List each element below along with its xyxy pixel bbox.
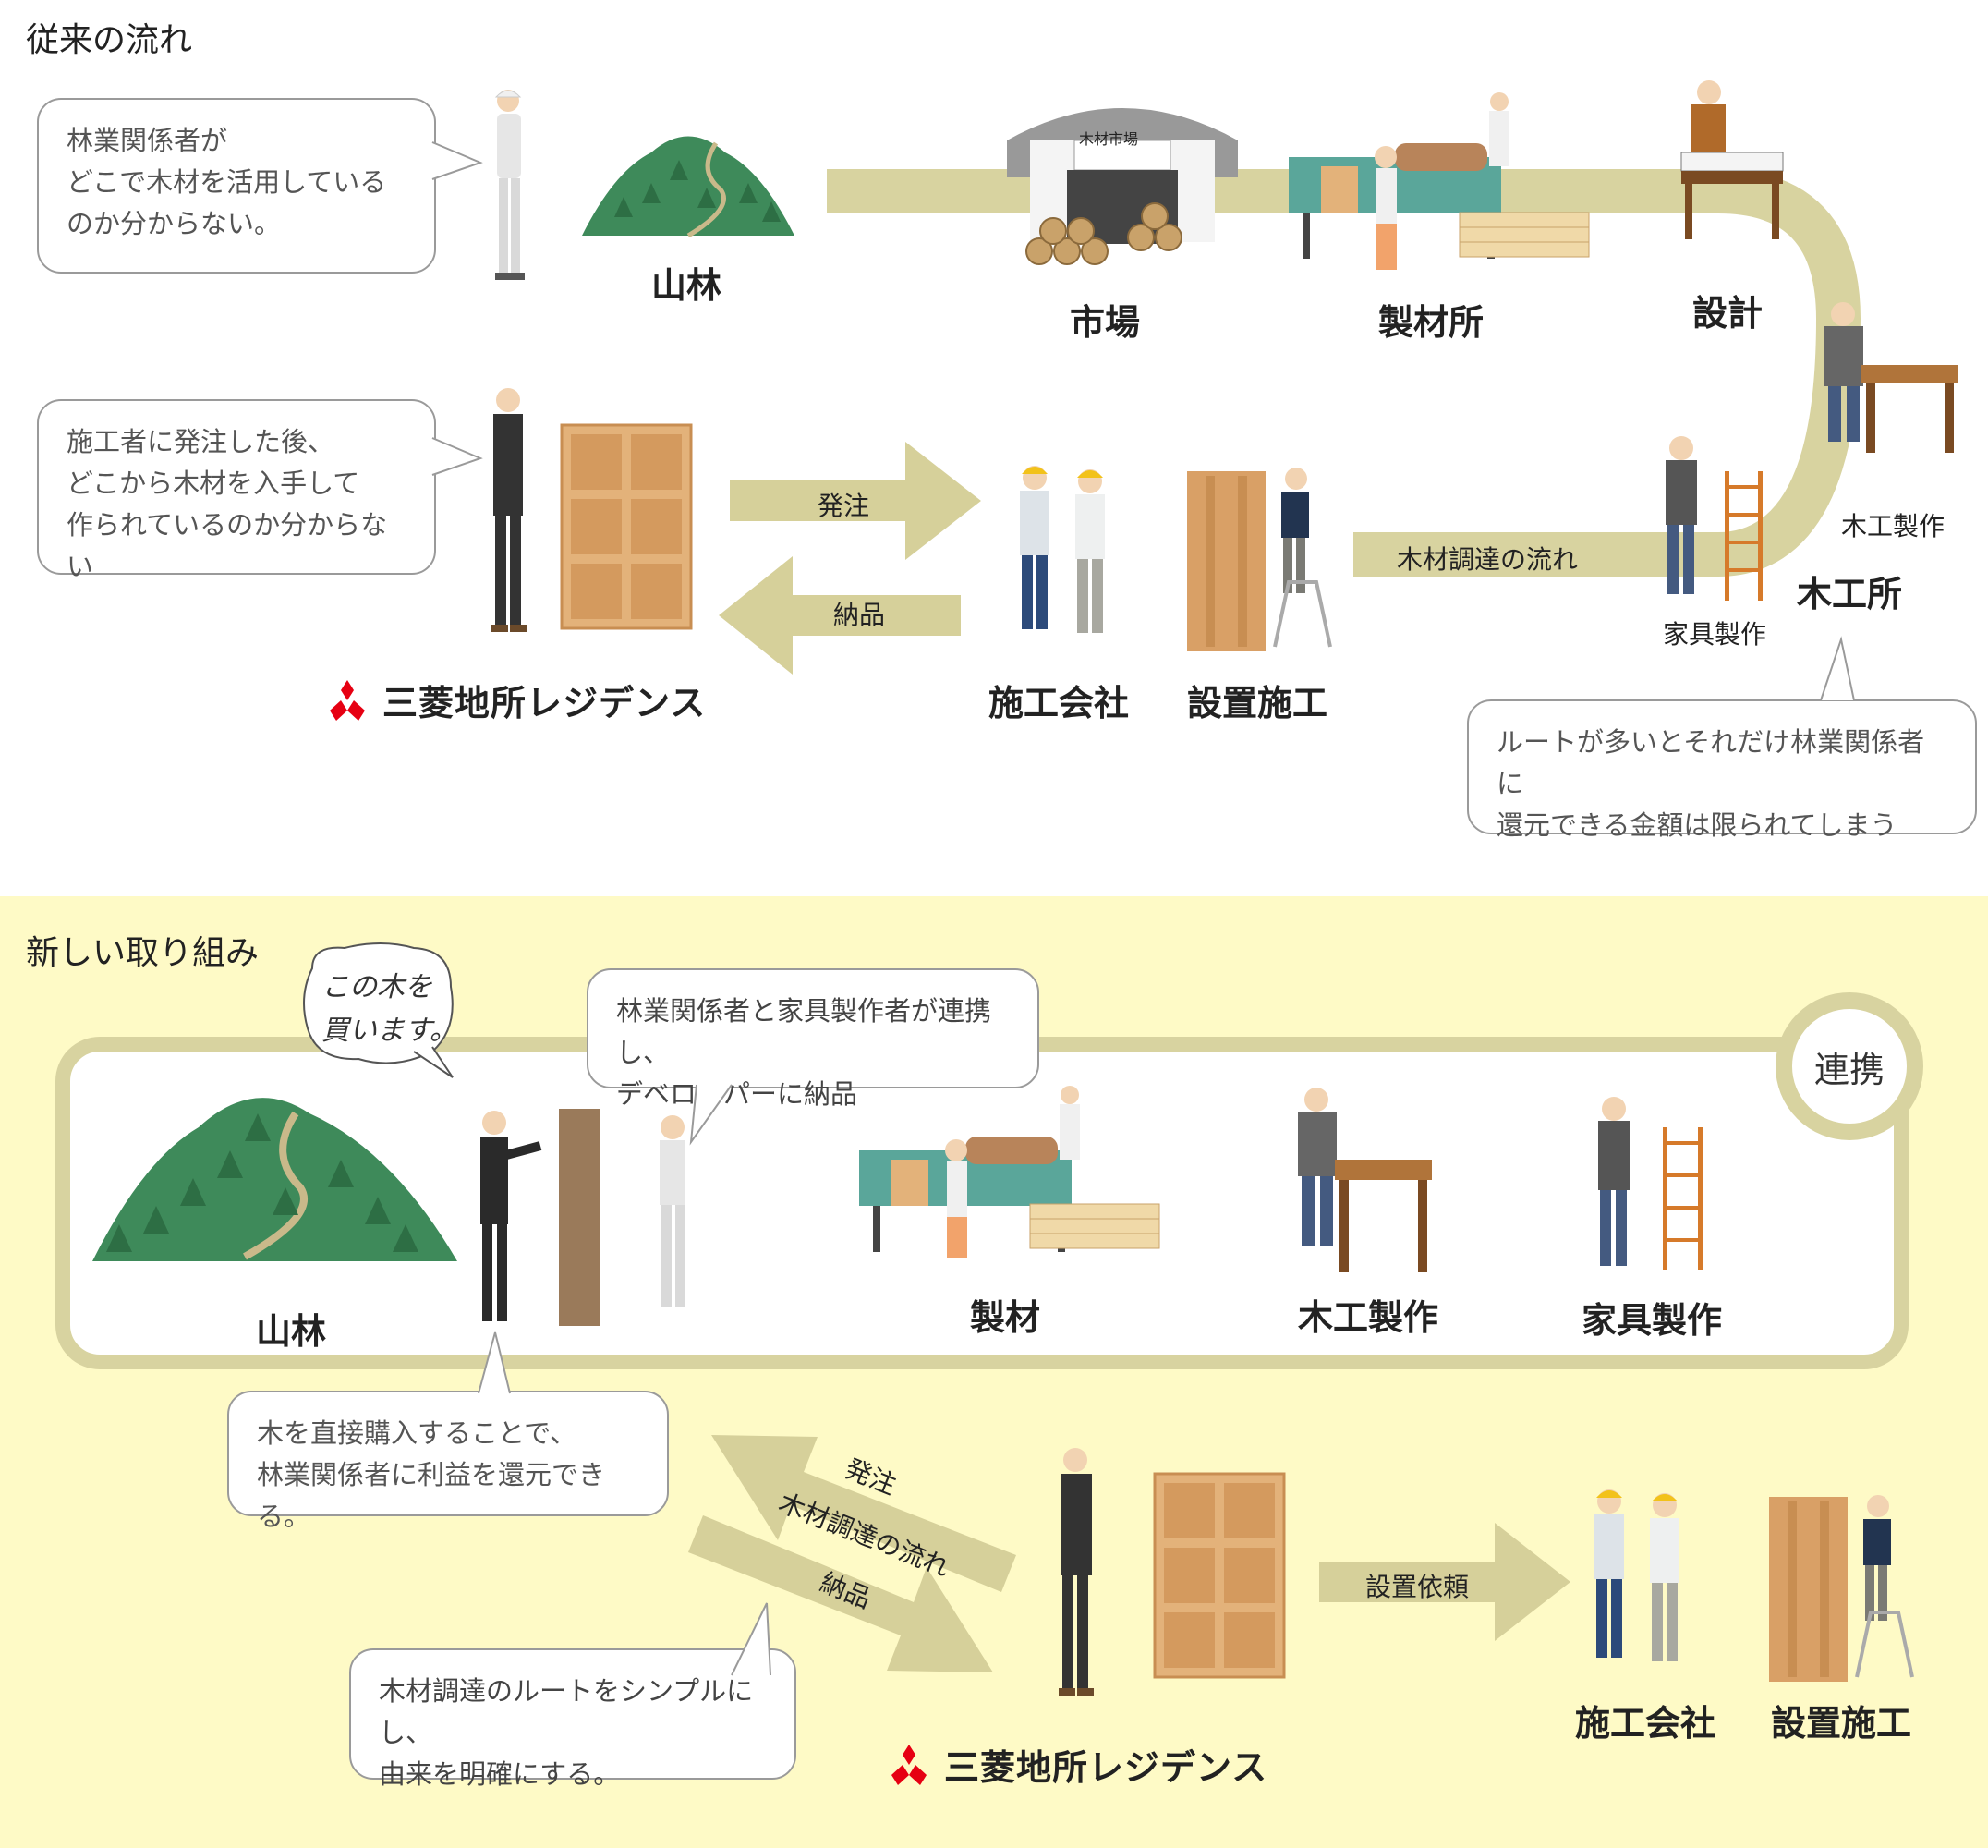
arrow-new-order-upleft (711, 1435, 1016, 1592)
mitsubishi-estate-logo-new: 三菱地所レジデンス (887, 1739, 1267, 1790)
arrow-order-right (730, 442, 981, 560)
design-desk-icon (1680, 80, 1784, 239)
logo-text: 三菱地所レジデンス (944, 1747, 1268, 1788)
wooden-bookshelf-new-icon (1153, 1472, 1286, 1679)
procurement-flow-label: 木材調達の流れ (1397, 544, 1579, 575)
traditional-title: 従来の流れ (26, 21, 193, 59)
developer-person-figure (491, 388, 527, 632)
label-install: 設置施工 (1187, 683, 1328, 723)
installer-worker-icon (1187, 468, 1332, 651)
renkei-badge: 連携 (1776, 992, 1923, 1140)
mitsubishi-estate-logo: 三菱地所レジデンス (325, 675, 706, 725)
arrow-install-request-label: 設置依頼 (1365, 1572, 1470, 1602)
label-new-forest: 山林 (256, 1311, 327, 1352)
arrow-new-delivery-downright (688, 1515, 993, 1672)
three-diamonds-icon (330, 679, 365, 721)
new-title: 新しい取り組み (26, 934, 260, 972)
wooden-bookshelf-icon (560, 423, 693, 630)
woodwork-new-icon (1298, 1088, 1432, 1272)
label-furniture: 家具製作 (1663, 619, 1767, 650)
sawmill-icon (1289, 92, 1590, 270)
label-contractor: 施工会社 (988, 683, 1130, 723)
bubble-direct-purchase: 木を直接購入することで、 林業関係者に利益を還元できる。 (227, 1391, 669, 1532)
label-woodwork: 木工製作 (1841, 511, 1946, 541)
sawmill-new-icon (859, 1086, 1160, 1258)
bubble-developer-unknown: 施工者に発注した後、 どこから木材を入手して 作られているのか分からない (37, 399, 436, 582)
bubble-tail (689, 1084, 733, 1146)
logo-text: 三菱地所レジデンス (382, 683, 707, 723)
forest-mountain-large-icon (92, 1098, 457, 1261)
bubble-tail (431, 437, 483, 476)
timber-market-building-icon (1007, 108, 1238, 265)
label-woodshop: 木工所 (1797, 574, 1903, 614)
label-market: 市場 (1070, 302, 1141, 343)
label-design: 設計 (1692, 293, 1764, 334)
label-new-furniture: 家具製作 (1582, 1300, 1723, 1341)
label-new-contractor: 施工会社 (1575, 1703, 1716, 1744)
bubble-collaboration: 林業関係者と家具製作者が連携し、 デベロッパーに納品 (587, 968, 1039, 1110)
bubble-forestry-unknown: 林業関係者が どこで木材を活用している のか分からない。 (37, 98, 436, 274)
arrow-delivery-left (719, 556, 961, 675)
arrow-delivery-label: 納品 (833, 600, 886, 630)
woodwork-worker-icon (1824, 302, 1958, 453)
contractor-new-icon (1594, 1489, 1679, 1661)
furniture-new-icon (1598, 1097, 1703, 1270)
label-new-sawmill: 製材 (970, 1297, 1041, 1338)
arrow-install-request (1319, 1523, 1570, 1641)
forest-mountain-icon (582, 136, 794, 238)
bubble-route-many: ルートが多いとそれだけ林業関係者に 還元できる金額は限られてしまう (1467, 699, 1977, 841)
contractor-workers-icon (1020, 466, 1105, 633)
market-sign: 木材市場 (1079, 130, 1139, 148)
speech-cloud (303, 942, 454, 1078)
furniture-worker-icon (1666, 436, 1763, 601)
speech-buy-text: この木を 買います。 (321, 971, 457, 1047)
developer-at-tree-figure (480, 1109, 685, 1326)
arrow-order-label: 発注 (818, 491, 870, 521)
label-sawmill: 製材所 (1378, 302, 1485, 343)
bubble-tail (731, 1602, 771, 1676)
bubble-simple-route: 木材調達のルートをシンプルにし、 由来を明確にする。 (349, 1648, 796, 1790)
installer-new-icon (1769, 1495, 1914, 1682)
label-new-woodwork: 木工製作 (1298, 1297, 1439, 1338)
forestry-worker-figure (494, 90, 525, 280)
three-diamonds-icon (891, 1744, 927, 1785)
bubble-tail (1820, 636, 1855, 701)
bubble-tail (429, 141, 483, 180)
developer-new-figure (1059, 1448, 1094, 1696)
bubble-tail (478, 1331, 511, 1394)
label-new-install: 設置施工 (1771, 1703, 1912, 1744)
label-forest: 山林 (651, 265, 722, 306)
